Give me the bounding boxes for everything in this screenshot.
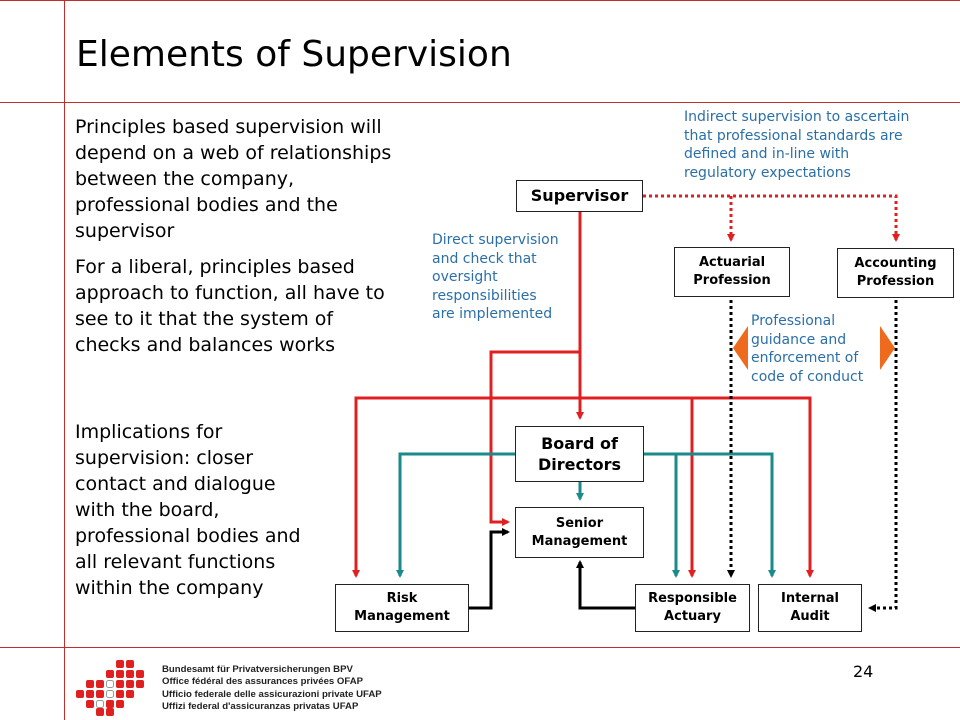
paragraph-checks-and-balances: For a liberal, principles based approach… <box>75 256 385 356</box>
page-number: 24 <box>853 662 874 681</box>
title-rule <box>0 102 960 103</box>
board-of-directors-box: Board of Directors <box>515 426 644 482</box>
bpv-line-it: Ufficio federale delle assicurazioni pri… <box>162 688 382 700</box>
note-professional-line-4: code of conduct <box>751 368 864 385</box>
board-label-1: Board of <box>541 434 618 453</box>
professional-guidance-lines <box>727 300 898 612</box>
bpv-line-rm: Uffizi federal d'assicuranzas privatas U… <box>162 701 359 713</box>
accounting-label-2: Profession <box>856 274 935 289</box>
note-professional-guidance: Professional guidance and enforcement of… <box>751 312 863 386</box>
top-rule <box>0 0 960 1</box>
resp-actuary-label-2: Actuary <box>664 609 721 624</box>
accounting-label-1: Accounting <box>854 256 937 271</box>
note-professional-line-1: Professional <box>751 313 836 329</box>
paragraph-web-of-relationships: Principles based supervision will depend… <box>75 116 392 242</box>
note-indirect-line-1: Indirect supervision to ascertain <box>684 109 910 125</box>
vertical-rule <box>64 0 65 720</box>
note-direct-line-4: responsibilities <box>432 287 537 304</box>
actuarial-label-2: Profession <box>693 273 771 288</box>
indirect-supervision-lines <box>643 194 900 242</box>
bpv-line-fr: Office fédéral des assurances privées OF… <box>162 676 364 688</box>
bpv-wordmark: Bundesamt für Privatversicherungen BPV O… <box>162 664 382 714</box>
note-direct-supervision: Direct supervision and check that oversi… <box>432 231 559 324</box>
reporting-lines <box>469 528 635 610</box>
note-indirect-supervision: Indirect supervision to ascertain that p… <box>684 108 909 182</box>
paragraph-implications: Implications for supervision: closer con… <box>75 421 301 599</box>
note-professional-line-3: enforcement of <box>751 350 859 366</box>
actuarial-label-1: Actuarial <box>698 255 766 270</box>
professional-guidance-arrows <box>733 326 895 370</box>
note-direct-line-5: are implemented <box>432 306 553 322</box>
footer-rule <box>0 647 960 648</box>
note-direct-line-1: Direct supervision <box>432 232 559 248</box>
risk-label-2: Management <box>354 609 450 624</box>
board-oversight-lines <box>396 452 776 578</box>
note-indirect-line-4: regulatory expectations <box>684 164 851 181</box>
supervisor-box: Supervisor <box>516 180 643 212</box>
note-indirect-line-2: that professional standards are <box>684 127 903 144</box>
note-indirect-line-3: defined and in-line with <box>684 146 850 162</box>
note-direct-line-3: oversight <box>432 269 498 285</box>
slide-title: Elements of Supervision <box>76 34 512 75</box>
senior-label-1: Senior <box>555 515 604 531</box>
supervisor-label: Supervisor <box>530 186 629 205</box>
resp-actuary-label-1: Responsible <box>648 591 737 606</box>
bpv-logo-icon <box>76 660 144 716</box>
risk-label-1: Risk <box>386 591 418 606</box>
direct-supervision-lines <box>352 212 814 578</box>
note-professional-line-2: guidance and <box>751 331 847 348</box>
board-label-2: Directors <box>537 455 622 474</box>
senior-label-2: Management <box>531 533 628 549</box>
bpv-line-de: Bundesamt für Privatversicherungen BPV <box>162 664 353 675</box>
note-direct-line-2: and check that <box>432 250 537 267</box>
internal-audit-label-2: Audit <box>790 609 830 624</box>
internal-audit-label-1: Internal <box>780 591 840 606</box>
